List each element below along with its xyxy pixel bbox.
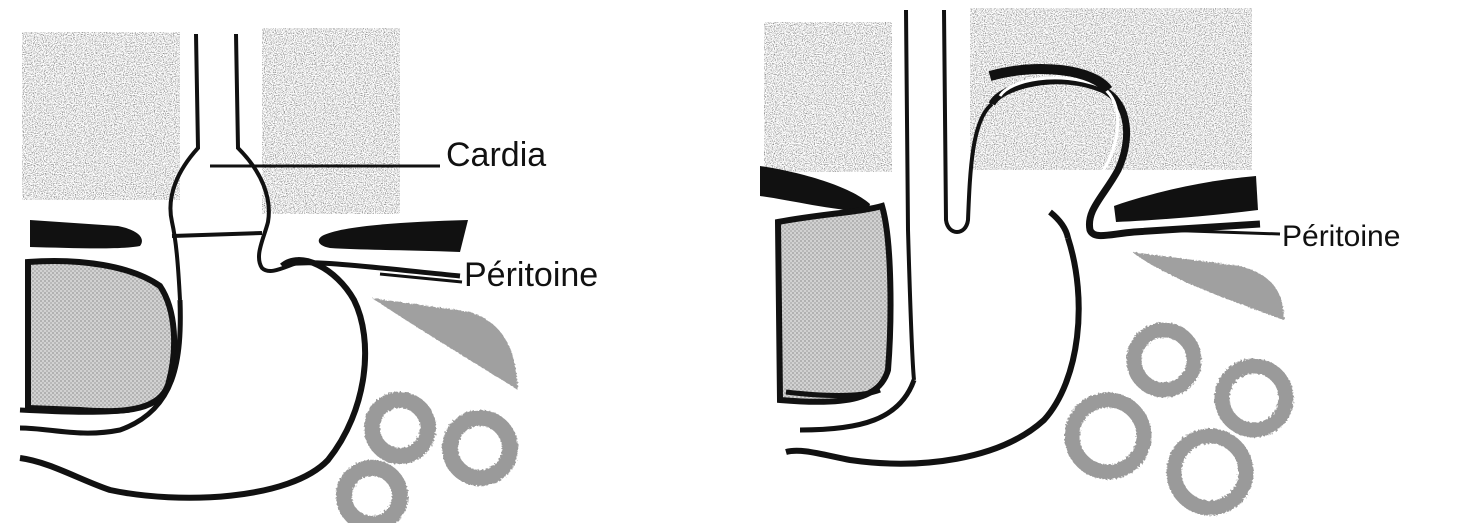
stippled-wedge bbox=[372, 298, 518, 390]
intestine-rings-left bbox=[344, 400, 510, 523]
peritoneum-fold-left bbox=[282, 263, 460, 276]
intestine-ring bbox=[1134, 330, 1194, 390]
left-panel: Cardia Péritoine bbox=[20, 28, 598, 523]
cardia-label: Cardia bbox=[446, 136, 546, 174]
liver bbox=[28, 261, 174, 411]
intestine-ring bbox=[450, 418, 510, 478]
diaphragm-left bbox=[760, 166, 870, 212]
liver bbox=[778, 206, 890, 402]
hiatus-line bbox=[172, 233, 262, 236]
right-panel: Péritoine bbox=[760, 8, 1400, 508]
peritoine-leader-right bbox=[1160, 230, 1280, 234]
intestine-ring bbox=[1174, 436, 1246, 508]
intestine-ring bbox=[344, 468, 400, 523]
intestine-rings-right bbox=[1072, 330, 1286, 508]
stippled-wedge bbox=[1132, 252, 1284, 320]
diaphragm-right bbox=[1114, 176, 1258, 222]
stippled-tissue-left bbox=[764, 22, 892, 172]
diaphragm-right bbox=[319, 220, 468, 252]
peritoine-label-left: Péritoine bbox=[464, 256, 598, 294]
stomach-connector bbox=[1050, 212, 1068, 238]
intestine-ring bbox=[1222, 366, 1286, 430]
diaphragm-left bbox=[30, 220, 142, 248]
intestine-ring bbox=[372, 400, 428, 456]
esophagus-wall-left bbox=[906, 10, 914, 380]
stippled-tissue-right-upper bbox=[262, 28, 400, 214]
intestine-ring bbox=[1072, 400, 1144, 472]
liver-lower-line bbox=[20, 410, 130, 412]
stippled-tissue-left-upper bbox=[22, 32, 180, 200]
peritoine-label-right: Péritoine bbox=[1282, 220, 1400, 253]
